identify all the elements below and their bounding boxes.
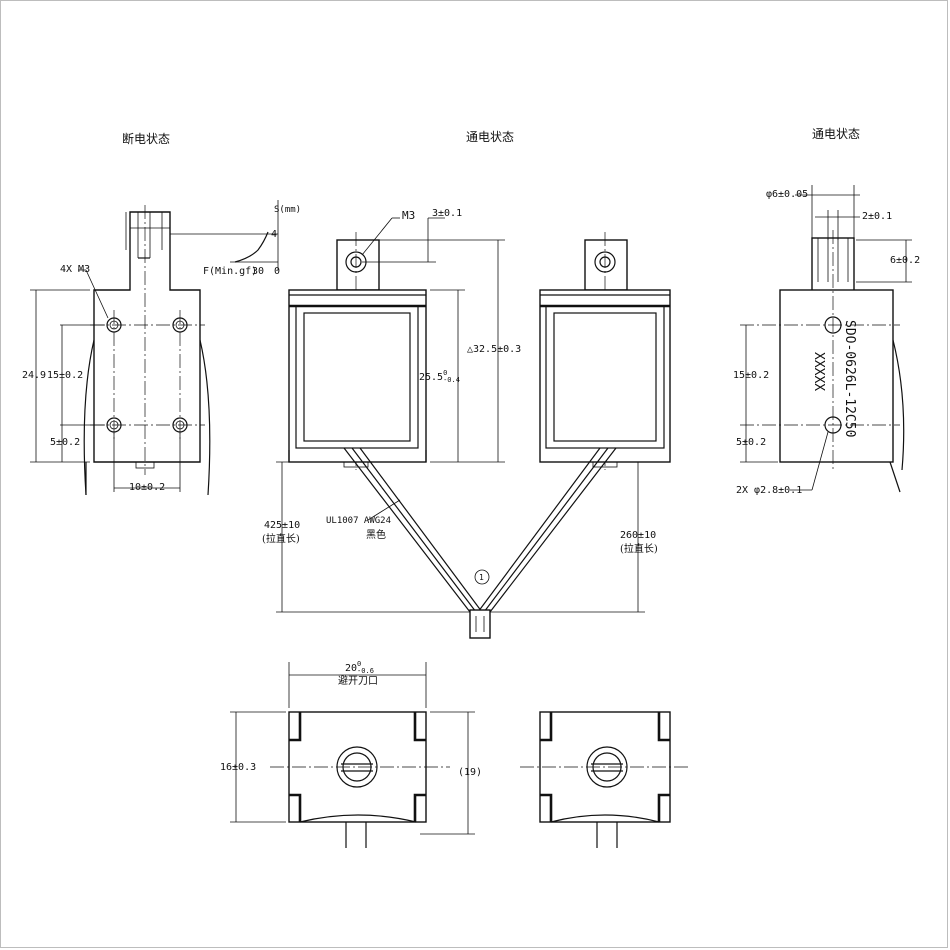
lead-wires <box>343 447 617 639</box>
on-state-side-view <box>740 185 912 493</box>
dim-25-5-tol-dn: -0.4 <box>443 376 460 384</box>
force-value: 30 <box>252 266 265 277</box>
dim-15-left: 15±0.2 <box>47 370 84 381</box>
dim-5-left: 5±0.2 <box>50 437 81 448</box>
dim-20-tol-dn: -0.6 <box>357 667 374 675</box>
dim-3: 3±0.1 <box>432 208 463 219</box>
on-state-front-view-2 <box>539 232 671 612</box>
off-state-view <box>30 200 279 496</box>
dim-25-5-tol-up: 0 <box>443 369 448 377</box>
zero-label: 0 <box>274 266 281 277</box>
bottom-view-right <box>520 711 690 848</box>
on-state-front-view <box>276 217 645 613</box>
dim-16: 16±0.3 <box>220 762 257 773</box>
dim-20-note: 避开刀口 <box>338 676 378 687</box>
dim-5-right: 5±0.2 <box>736 437 767 448</box>
dim-260-note: (拉直长) <box>620 544 658 555</box>
model-marking: SDO-0626L-12C50 <box>842 320 857 438</box>
dim-425: 425±10 <box>264 520 301 531</box>
bottom-view-left <box>230 662 475 848</box>
wire-color: 黑色 <box>366 530 386 541</box>
wire-spec: UL1007 AWG24 <box>326 516 392 526</box>
view-title-on-side: 通电状态 <box>812 127 861 141</box>
dim-24-9: 24.9 <box>22 370 47 381</box>
view-title-off: 断电状态 <box>122 132 171 146</box>
stroke-value: 4 <box>271 229 278 240</box>
f-axis-label: F(Min.gf) <box>203 266 258 277</box>
dim-32-5: △32.5±0.3 <box>467 344 522 355</box>
dim-6: 6±0.2 <box>890 255 921 266</box>
view-title-on-front: 通电状态 <box>466 130 515 144</box>
dim-10: 10±0.2 <box>129 482 166 493</box>
dim-260: 260±10 <box>620 530 657 541</box>
dim-2x-holes: 2X φ2.8±0.1 <box>736 485 803 496</box>
dim-phi-6: φ6±0.05 <box>766 189 809 200</box>
code-marking: XXXXX <box>811 352 826 392</box>
s-axis-label: S(mm) <box>274 205 302 215</box>
dim-m3: M3 <box>402 209 416 222</box>
dim-425-note: (拉直长) <box>262 534 300 545</box>
dim-20-tol-up: 0 <box>357 660 362 668</box>
dim-19: (19) <box>458 767 483 778</box>
dim-2: 2±0.1 <box>862 211 893 222</box>
balloon-1: 1 <box>479 573 484 582</box>
dim-4x-m3: 4X M3 <box>60 264 91 275</box>
dim-15-right: 15±0.2 <box>733 370 770 381</box>
